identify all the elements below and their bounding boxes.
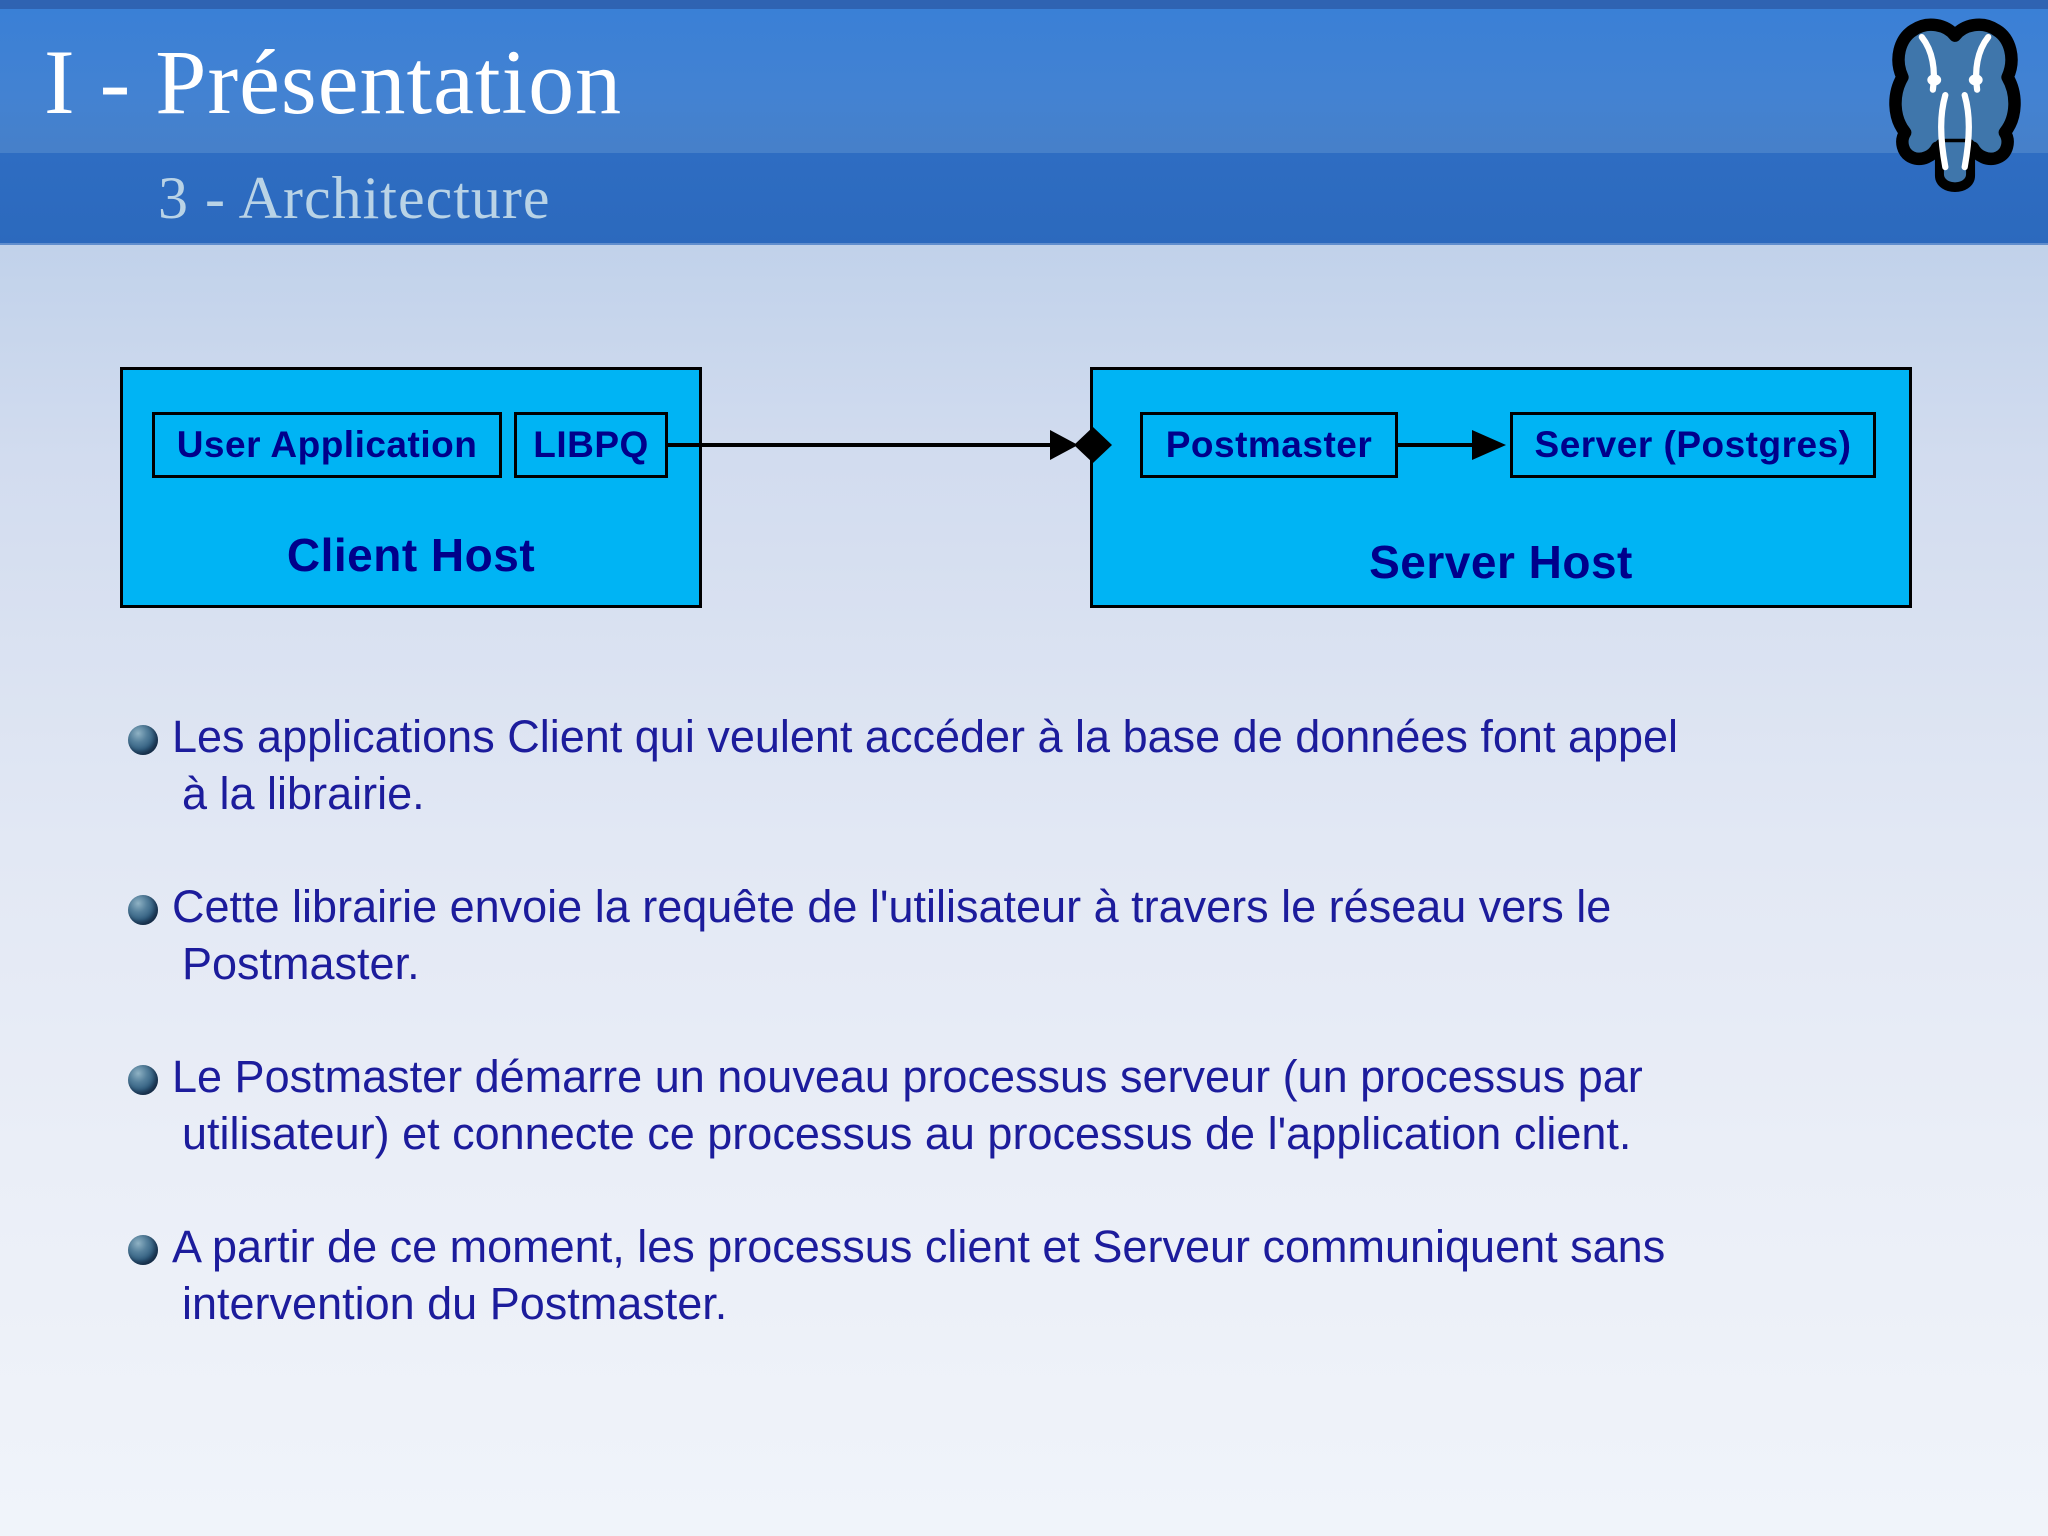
bullet-text: Les applications Client qui veulent accé… xyxy=(172,711,1679,819)
sphere-bullet-icon xyxy=(128,1065,158,1095)
page-title: I - Présentation xyxy=(44,31,623,133)
bullet-text: Le Postmaster démarre un nouveau process… xyxy=(172,1051,1643,1159)
sphere-bullet-icon xyxy=(128,725,158,755)
elephant-trunk xyxy=(1943,142,1967,183)
bullet-text: Cette librairie envoie la requête de l'u… xyxy=(172,881,1612,989)
client-host-label: Client Host xyxy=(286,529,536,581)
bullet-text: A partir de ce moment, les processus cli… xyxy=(172,1221,1666,1329)
sphere-bullet-icon xyxy=(128,895,158,925)
list-item: A partir de ce moment, les processus cli… xyxy=(128,1218,1968,1332)
libpq-box: LIBPQ xyxy=(514,412,668,478)
postmaster-box: Postmaster xyxy=(1140,412,1398,478)
page-subtitle: 3 - Architecture xyxy=(158,165,551,231)
libpq-to-server-host-connector xyxy=(668,427,1112,463)
list-item: Les applications Client qui veulent accé… xyxy=(128,708,1968,822)
user-application-box: User Application xyxy=(152,412,502,478)
elephant-trunk-line-left xyxy=(1938,92,1949,171)
architecture-diagram: Client Host Server Host User Application… xyxy=(0,0,2048,650)
server-postgres-box: Server (Postgres) xyxy=(1510,412,1876,478)
client-host-box: Client Host xyxy=(120,367,702,608)
list-item: Cette librairie envoie la requête de l'u… xyxy=(128,878,1968,992)
elephant-silhouette xyxy=(1889,18,2021,166)
sphere-bullet-icon xyxy=(128,1235,158,1265)
elephant-trunk-line-right xyxy=(1961,92,1972,171)
top-edge-strip xyxy=(0,0,2048,9)
server-host-label: Server Host xyxy=(1369,536,1633,588)
subtitle-band: 3 - Architecture xyxy=(0,153,2048,245)
server-host-box: Server Host xyxy=(1090,367,1912,608)
title-band: I - Présentation xyxy=(0,9,2048,153)
elephant-eye-left xyxy=(1927,74,1942,86)
elephant-eye-right xyxy=(1968,74,1983,86)
postgresql-elephant-logo-icon xyxy=(1889,18,2021,192)
arrowhead-icon xyxy=(1050,430,1078,460)
list-item: Le Postmaster démarre un nouveau process… xyxy=(128,1048,1968,1162)
bullet-list: Les applications Client qui veulent accé… xyxy=(128,708,1968,1332)
